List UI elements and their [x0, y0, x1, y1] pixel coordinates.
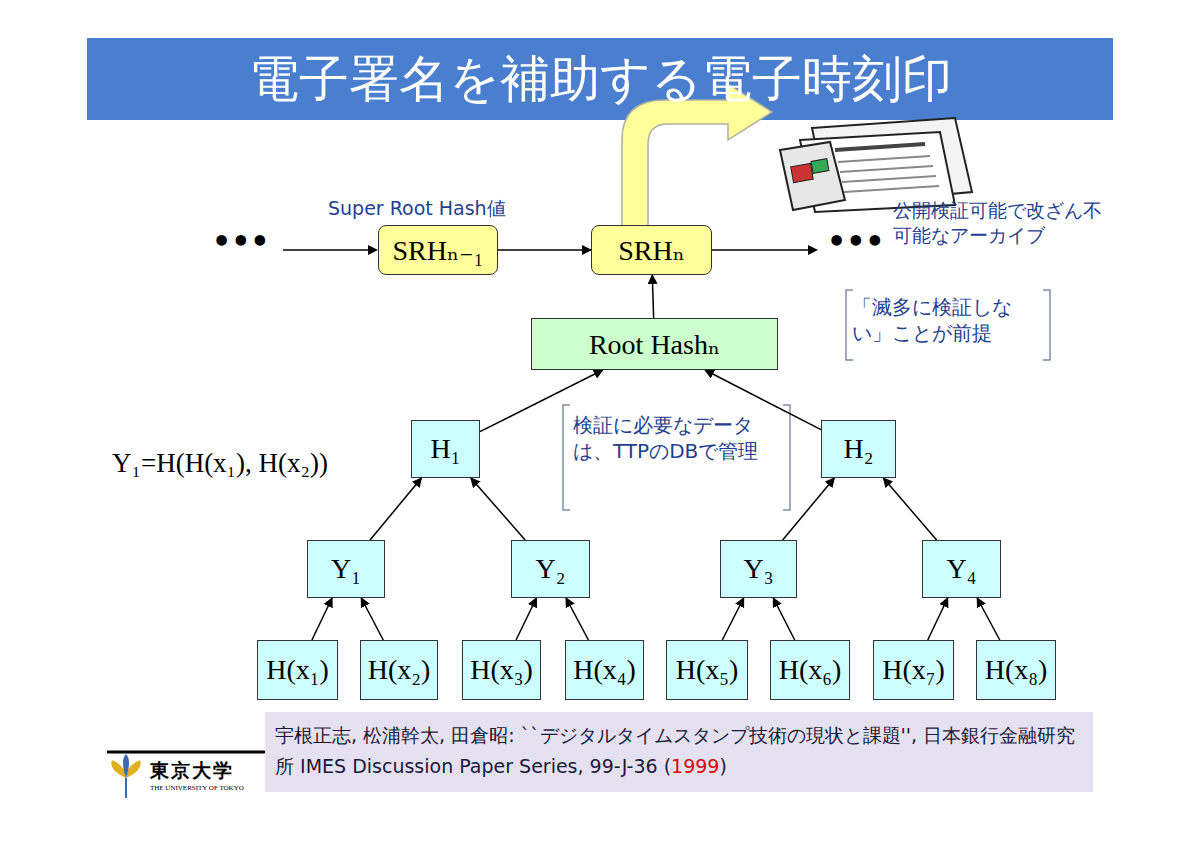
- ellipsis: •••: [212, 222, 282, 261]
- connector: [516, 598, 536, 640]
- connector: [312, 598, 332, 640]
- connector: [471, 478, 525, 540]
- connector: [773, 598, 794, 640]
- box-label: Y₁: [331, 553, 361, 585]
- formula: Y₁=H(H(x₁), H(x₂)): [112, 446, 402, 481]
- box-label: H(x₆): [779, 654, 842, 686]
- arrow-head: [808, 245, 818, 255]
- chain-hash-box: SRHₙ: [591, 225, 712, 275]
- citation-text: ): [719, 755, 726, 777]
- ginkgo-logo: [111, 754, 140, 798]
- connector: [883, 478, 936, 540]
- ellipsis: •••: [827, 222, 897, 261]
- box-label: H(x₂): [368, 654, 431, 686]
- box-label: H(x₈): [985, 654, 1048, 686]
- note-text: 検証に必要なデータは、TTPのDBで管理: [573, 412, 785, 464]
- arrow-head: [368, 245, 378, 255]
- box-label: SRHₙ₋₁: [392, 234, 483, 267]
- hash-box: Y₄: [922, 540, 1001, 598]
- connector: [652, 275, 653, 318]
- chain-line: [712, 249, 810, 251]
- connector: [928, 598, 948, 640]
- connector: [722, 598, 743, 640]
- leaf-hash-box: H(x₅): [666, 640, 748, 700]
- note-text: 公開検証可能で改ざん不可能なアーカイブ: [893, 198, 1105, 247]
- citation-panel: [265, 712, 1093, 792]
- newspaper-icon: [780, 118, 972, 212]
- leaf-hash-box: H(x₃): [462, 640, 541, 700]
- connector: [566, 598, 588, 640]
- connector: [498, 249, 591, 251]
- box-label: H(x₃): [470, 654, 533, 686]
- box-label: H₂: [844, 433, 874, 465]
- box-label: SRHₙ: [618, 234, 685, 267]
- box-label: H(x₁): [266, 654, 329, 686]
- title-text: 電子署名を補助する電子時刻印: [87, 38, 1113, 120]
- hash-box: Y₃: [720, 540, 797, 598]
- hash-box: Y₂: [511, 540, 590, 598]
- connector: [783, 478, 835, 540]
- citation-year: 1999: [671, 755, 719, 777]
- logo-subtext: THE UNIVERSITY OF TOKYO: [150, 784, 244, 792]
- box-label: H(x₇): [882, 654, 945, 686]
- leaf-hash-box: H(x₇): [873, 640, 954, 700]
- citation: 宇根正志, 松浦幹太, 田倉昭: ``デジタルタイムスタンプ技術の現状と課題''…: [275, 720, 1087, 782]
- rule-line: [107, 751, 265, 754]
- box-label: H(x₄): [573, 654, 636, 686]
- connector: [361, 598, 383, 640]
- root-hash-box: Root Hashₙ: [531, 318, 778, 370]
- logo-text: 東京大学: [150, 758, 234, 784]
- chain-hash-box: SRHₙ₋₁: [378, 225, 498, 275]
- box-label: Y₂: [536, 553, 566, 585]
- hash-box: Y₁: [307, 540, 385, 598]
- box-label: Y₃: [744, 553, 774, 585]
- box-label: H₁: [431, 433, 461, 465]
- chain-line: [283, 249, 370, 251]
- box-label: H(x₅): [676, 654, 739, 686]
- hash-box: H₂: [821, 420, 896, 478]
- leaf-hash-box: H(x₁): [257, 640, 338, 700]
- box-label: Root Hashₙ: [589, 328, 720, 361]
- leaf-hash-box: H(x₈): [976, 640, 1056, 700]
- hash-box: H₁: [411, 420, 480, 478]
- leaf-hash-box: H(x₄): [565, 640, 644, 700]
- leaf-hash-box: H(x₂): [360, 640, 438, 700]
- box-label: Y₄: [947, 553, 977, 585]
- leaf-hash-box: H(x₆): [770, 640, 850, 700]
- note-text: Super Root Hash値: [328, 196, 568, 221]
- connector: [977, 598, 1000, 640]
- title-band: [87, 38, 1113, 120]
- connector: [370, 478, 421, 540]
- note-text: 「滅多に検証しない」ことが前提: [852, 294, 1046, 346]
